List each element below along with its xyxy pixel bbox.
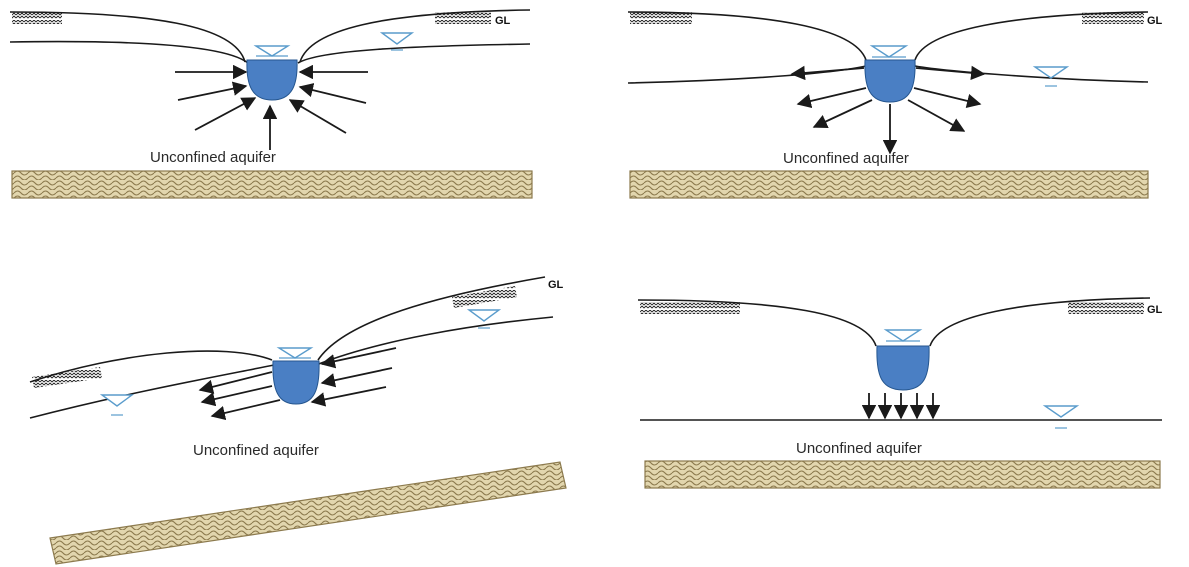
aquifer-label: Unconfined aquifer bbox=[150, 149, 276, 166]
panel-disconnected-stream: GL Unconfined aquifer bbox=[638, 298, 1163, 488]
water-table-symbol bbox=[1035, 67, 1067, 86]
stream-water bbox=[273, 361, 319, 404]
stream-water bbox=[877, 346, 929, 390]
water-table-symbol-stream bbox=[886, 330, 920, 341]
bedrock bbox=[645, 461, 1160, 488]
ground-hatch-left bbox=[640, 302, 740, 314]
panel-gaining-stream: GL Unconfined aquifer bbox=[10, 10, 532, 198]
flow-arrow bbox=[322, 368, 392, 383]
panel-losing-stream: GL Unconfined aquifer bbox=[628, 12, 1163, 198]
aquifer-label: Unconfined aquifer bbox=[193, 442, 319, 459]
flow-arrow bbox=[908, 100, 964, 131]
aquifer-label: Unconfined aquifer bbox=[796, 440, 922, 457]
bedrock bbox=[12, 171, 532, 198]
flow-arrow bbox=[814, 100, 872, 127]
aquifer-label: Unconfined aquifer bbox=[783, 150, 909, 167]
bedrock bbox=[50, 462, 566, 564]
ground-hatch-left bbox=[12, 12, 62, 24]
flow-arrow bbox=[290, 100, 346, 133]
water-table-symbol bbox=[1045, 406, 1077, 428]
flow-arrow bbox=[202, 386, 272, 402]
bedrock bbox=[630, 171, 1148, 198]
flow-arrow bbox=[195, 98, 255, 130]
flow-arrow bbox=[178, 86, 246, 100]
water-table-symbol-stream bbox=[279, 348, 311, 358]
flow-arrow bbox=[914, 88, 980, 104]
flow-arrow bbox=[312, 387, 386, 402]
flow-arrow bbox=[792, 68, 864, 74]
flow-arrow bbox=[300, 87, 366, 103]
gl-label: GL bbox=[1147, 304, 1163, 316]
panel-flow-through-stream: GL Unconfined aquifer bbox=[30, 277, 566, 564]
flow-arrow bbox=[200, 372, 272, 390]
gl-label: GL bbox=[495, 15, 511, 27]
water-table-symbol-stream bbox=[256, 46, 288, 56]
stream-water bbox=[865, 60, 915, 102]
flow-arrow bbox=[212, 400, 280, 416]
flow-arrow bbox=[916, 68, 984, 74]
ground-hatch-left bbox=[630, 12, 692, 24]
stream-water bbox=[247, 60, 297, 100]
seepage-arrows bbox=[869, 393, 933, 418]
gl-label: GL bbox=[1147, 15, 1163, 27]
water-table-symbol bbox=[102, 395, 132, 415]
ground-hatch-right bbox=[1068, 302, 1144, 314]
water-table-symbol-stream bbox=[872, 46, 906, 57]
flow-arrow bbox=[798, 88, 866, 104]
gl-label: GL bbox=[548, 279, 564, 291]
